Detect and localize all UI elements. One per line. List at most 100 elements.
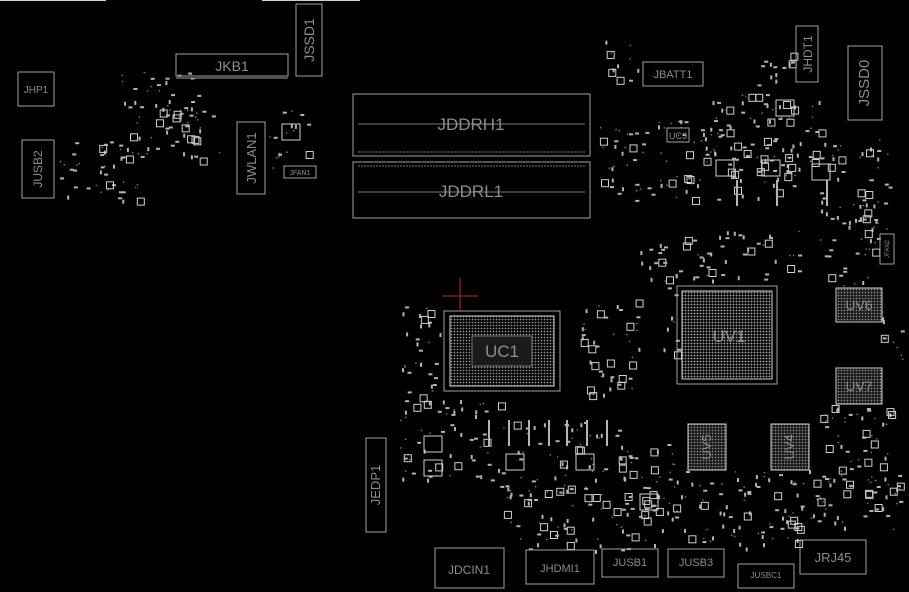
- smd-pad: [707, 252, 712, 255]
- via-dot: [291, 110, 293, 112]
- connector-jedp1[interactable]: JEDP1: [365, 437, 387, 533]
- smd-pad: [645, 131, 650, 134]
- small-ic: [629, 361, 638, 370]
- smd-pad: [720, 245, 725, 248]
- connector-jfan1[interactable]: JFAN1: [283, 165, 317, 179]
- connector-jbatt1[interactable]: JBATT1: [642, 61, 704, 87]
- smd-pad: [875, 219, 878, 224]
- smd-pad: [134, 101, 137, 105]
- smd-pad: [782, 66, 787, 69]
- smd-pad: [621, 445, 624, 450]
- chip-uv5[interactable]: UV5: [687, 423, 727, 471]
- via-dot: [276, 157, 278, 159]
- via-dot: [698, 198, 701, 200]
- smd-pad: [611, 167, 614, 172]
- smd-pad: [168, 100, 171, 104]
- smd-pad: [617, 383, 622, 386]
- chip-uv4[interactable]: UV4: [770, 423, 810, 471]
- small-ic: [787, 265, 796, 273]
- connector-jwlan1[interactable]: JWLAN1: [236, 121, 266, 195]
- chip-uc3[interactable]: UC3: [666, 127, 690, 143]
- connector-jrj45[interactable]: JRJ45: [799, 539, 867, 575]
- smd-pad: [832, 157, 835, 162]
- small-ic: [125, 155, 134, 164]
- smd-pad: [407, 391, 412, 394]
- smd-pad: [453, 410, 456, 415]
- smd-pad: [419, 349, 423, 352]
- small-ic: [650, 448, 659, 457]
- smd-pad: [702, 132, 705, 137]
- via-dot: [810, 127, 812, 129]
- via-dot: [598, 305, 600, 307]
- via-dot: [853, 283, 856, 285]
- via-dot: [584, 328, 586, 331]
- via-dot: [611, 516, 614, 519]
- connector-jhp1[interactable]: JHP1: [17, 71, 55, 107]
- smd-pad: [525, 427, 530, 430]
- chip-uv1[interactable]: UV1: [676, 285, 778, 385]
- smd-pad: [735, 158, 740, 161]
- smd-pad: [764, 278, 769, 281]
- smd-pad: [595, 345, 600, 348]
- smd-pad: [769, 526, 774, 529]
- smd-pad: [827, 255, 832, 258]
- label-jhdmi1: JHDMI1: [540, 563, 580, 575]
- smd-pad: [571, 428, 574, 433]
- smd-pad: [516, 525, 521, 528]
- connector-jddrh1[interactable]: JDDRH1: [352, 93, 591, 157]
- smd-pad: [869, 239, 872, 244]
- small-ic: [601, 179, 609, 188]
- smd-pad: [592, 517, 595, 522]
- smd-pad: [634, 457, 639, 460]
- smd-pad: [756, 242, 761, 245]
- small-ic: [684, 175, 693, 183]
- connector-jdcin1[interactable]: JDCIN1: [434, 547, 505, 589]
- chip-uc1[interactable]: UC1: [443, 310, 561, 392]
- via-dot: [900, 354, 903, 357]
- smd-pad: [538, 442, 543, 445]
- connector-jssd1[interactable]: JSSD1: [295, 3, 323, 77]
- smd-pad: [738, 525, 741, 530]
- small-ic: [159, 109, 168, 118]
- smd-pad: [555, 440, 560, 443]
- label-uv5: UV5: [699, 434, 714, 459]
- smd-pad: [875, 508, 880, 511]
- capacitor-strip: [606, 420, 608, 446]
- small-ic: [796, 525, 805, 534]
- smd-pad: [859, 217, 862, 222]
- connector-jusb3[interactable]: JUSB3: [667, 548, 725, 578]
- smd-pad: [451, 413, 456, 416]
- smd-pad: [543, 423, 546, 428]
- connector-jddrl1[interactable]: JDDRL1: [352, 161, 591, 219]
- connector-jusb1[interactable]: JUSB1: [601, 548, 659, 578]
- connector-jssd0[interactable]: JSSD0: [847, 45, 883, 121]
- smd-pad: [442, 400, 445, 405]
- connector-jfan2[interactable]: JFAN2: [879, 233, 895, 265]
- connector-jusbc1[interactable]: JUSBC1: [737, 563, 795, 589]
- via-dot: [713, 148, 715, 151]
- connector-jkb1[interactable]: JKB1: [175, 53, 289, 79]
- small-ic: [305, 151, 314, 159]
- chip-uv7[interactable]: UV7: [835, 367, 883, 405]
- chip-uv6[interactable]: UV6: [835, 287, 883, 323]
- small-ic: [181, 124, 190, 133]
- via-dot: [700, 140, 703, 142]
- smd-pad: [753, 119, 756, 124]
- connector-jusb2[interactable]: JUSB2: [21, 139, 55, 199]
- via-dot: [670, 122, 673, 125]
- via-dot: [589, 434, 592, 437]
- via-dot: [879, 139, 881, 141]
- small-ic: [788, 163, 797, 172]
- capacitor-strip: [488, 420, 490, 446]
- connector-jhdt1[interactable]: JHDT1: [795, 25, 819, 83]
- smd-pad: [179, 117, 182, 122]
- smd-pad: [100, 166, 105, 169]
- smd-pad: [563, 527, 568, 530]
- smd-pad: [884, 456, 887, 461]
- smd-pad: [732, 175, 737, 178]
- smd-pad: [417, 441, 422, 444]
- smd-pad: [416, 342, 419, 347]
- via-dot: [600, 375, 603, 378]
- connector-jhdmi1[interactable]: JHDMI1: [525, 549, 595, 585]
- smd-pad: [898, 474, 903, 477]
